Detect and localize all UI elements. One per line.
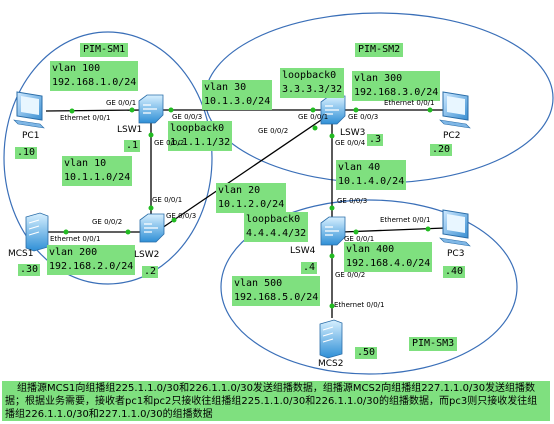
loopback-name: loopback0 xyxy=(246,214,301,225)
host-id-mcs1: .30 xyxy=(18,264,41,276)
device-name-mcs2: MCS2 xyxy=(318,359,344,369)
vlan-label: vlan 20 10.1.2.0/24 xyxy=(216,183,287,213)
port-label: GE 0/0/1 xyxy=(298,113,329,121)
loopback-label: loopback0 3.3.3.3/32 xyxy=(280,68,345,98)
host-id-lsw3: .3 xyxy=(367,134,384,146)
pim-sm1-boundary xyxy=(3,31,213,285)
switch-icon[interactable] xyxy=(320,216,346,246)
server-icon[interactable] xyxy=(319,319,343,359)
port-label: GE 0/0/1 xyxy=(152,196,183,204)
vlan-label: vlan 300 192.168.3.0/24 xyxy=(352,71,441,101)
port-label: Ethernet 0/0/1 xyxy=(380,216,431,224)
port-label: GE 0/0/1 xyxy=(106,99,137,107)
loopback-address: 3.3.3.3/32 xyxy=(282,84,343,95)
device-name-pc2: PC2 xyxy=(443,131,461,141)
host-id-mcs2: .50 xyxy=(355,347,378,359)
vlan-label: vlan 500 192.168.5.0/24 xyxy=(232,276,321,306)
pc-icon[interactable] xyxy=(439,209,471,247)
loopback-label: loopback0 4.4.4.4/32 xyxy=(244,212,309,242)
host-id-lsw2: .2 xyxy=(142,266,159,278)
port-label: GE 0/0/3 xyxy=(172,113,203,121)
pc-icon[interactable] xyxy=(13,91,45,129)
vlan-name: vlan 400 xyxy=(346,244,395,255)
port-label: GE 0/0/3 xyxy=(166,212,197,220)
loopback-label: loopback0 1.1.1.1/32 xyxy=(168,121,233,151)
vlan-label: vlan 30 10.1.3.0/24 xyxy=(202,80,273,110)
vlan-network: 10.1.2.0/24 xyxy=(218,199,285,210)
port-label: GE 0/0/2 xyxy=(92,218,123,226)
host-id-lsw1: .1 xyxy=(124,140,141,152)
device-name-pc3: PC3 xyxy=(447,249,465,259)
link-pc1-lsw1 xyxy=(45,109,144,112)
vlan-network: 192.168.2.0/24 xyxy=(49,261,134,272)
vlan-name: vlan 10 xyxy=(64,158,107,169)
device-name-lsw2: LSW2 xyxy=(134,250,160,260)
device-name-lsw4: LSW4 xyxy=(290,246,316,256)
vlan-name: vlan 300 xyxy=(354,73,403,84)
vlan-network: 192.168.4.0/24 xyxy=(346,258,431,269)
server-icon[interactable] xyxy=(25,212,49,252)
port-label: GE 0/0/3 xyxy=(348,113,379,121)
loopback-name: loopback0 xyxy=(170,123,225,134)
port-label: Ethernet 0/0/1 xyxy=(50,235,101,243)
port-label: GE 0/0/4 xyxy=(335,139,366,147)
loopback-address: 4.4.4.4/32 xyxy=(246,228,307,239)
domain-label-pim-sm3: PIM-SM3 xyxy=(409,337,458,351)
vlan-network: 192.168.1.0/24 xyxy=(52,77,137,88)
link-lsw3-lsw2 xyxy=(161,115,328,229)
pc-icon[interactable] xyxy=(439,91,471,129)
port-label: GE 0/0/1 xyxy=(344,235,375,243)
device-name-mcs1: MCS1 xyxy=(8,249,34,259)
vlan-network: 192.168.5.0/24 xyxy=(234,292,319,303)
port-label: GE 0/0/3 xyxy=(337,197,368,205)
device-name-lsw3: LSW3 xyxy=(340,128,366,138)
domain-label-pim-sm1: PIM-SM1 xyxy=(80,43,129,57)
port-label: GE 0/0/2 xyxy=(335,271,366,279)
loopback-address: 1.1.1.1/32 xyxy=(170,137,231,148)
vlan-network: 10.1.3.0/24 xyxy=(204,96,271,107)
port-label: Ethernet 0/0/1 xyxy=(384,99,435,107)
port-label: Ethernet 0/0/1 xyxy=(60,114,111,122)
link-endpoints xyxy=(63,107,433,309)
host-id-pc1: .10 xyxy=(15,147,38,159)
vlan-name: vlan 30 xyxy=(204,82,247,93)
vlan-network: 192.168.3.0/24 xyxy=(354,87,439,98)
domain-label-pim-sm2: PIM-SM2 xyxy=(355,43,404,57)
scenario-description: 组播源MCS1向组播组225.1.1.0/30和226.1.1.0/30发送组播… xyxy=(2,381,550,421)
port-label: GE 0/0/2 xyxy=(258,127,289,135)
port-label: Ethernet 0/0/1 xyxy=(334,301,385,309)
host-id-lsw4: .4 xyxy=(301,262,318,274)
vlan-name: vlan 500 xyxy=(234,278,283,289)
vlan-network: 10.1.1.0/24 xyxy=(64,172,131,183)
vlan-name: vlan 20 xyxy=(218,185,261,196)
vlan-name: vlan 200 xyxy=(49,247,98,258)
host-id-pc2: .20 xyxy=(430,144,453,156)
vlan-network: 10.1.4.0/24 xyxy=(338,176,405,187)
vlan-label: vlan 100 192.168.1.0/24 xyxy=(50,61,139,91)
vlan-label: vlan 40 10.1.4.0/24 xyxy=(336,160,407,190)
vlan-label: vlan 400 192.168.4.0/24 xyxy=(344,242,433,272)
device-name-lsw1: LSW1 xyxy=(117,125,143,135)
pim-sm3-boundary xyxy=(220,199,518,375)
port-label: GE 0/0/2 xyxy=(154,139,185,147)
loopback-name: loopback0 xyxy=(282,70,337,81)
switch-icon[interactable] xyxy=(139,213,165,243)
vlan-name: vlan 100 xyxy=(52,63,101,74)
vlan-label: vlan 200 192.168.2.0/24 xyxy=(47,245,136,275)
switch-icon[interactable] xyxy=(138,94,164,124)
host-id-pc3: .40 xyxy=(443,266,466,278)
vlan-name: vlan 40 xyxy=(338,162,381,173)
device-name-pc1: PC1 xyxy=(22,131,40,141)
vlan-label: vlan 10 10.1.1.0/24 xyxy=(62,156,133,186)
